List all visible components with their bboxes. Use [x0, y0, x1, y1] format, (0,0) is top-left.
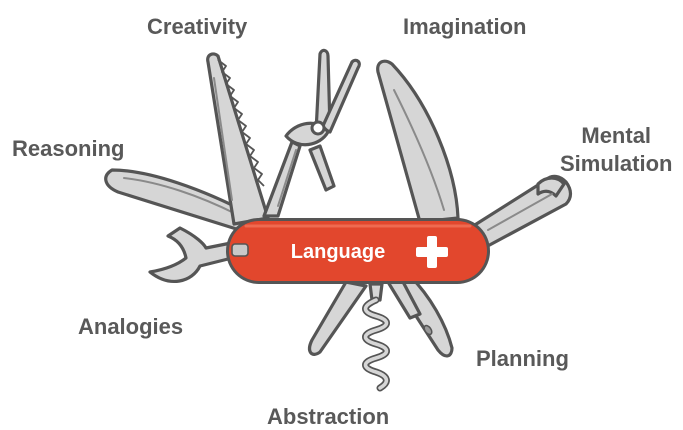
- label-reasoning: Reasoning: [12, 136, 124, 162]
- label-abstraction: Abstraction: [267, 404, 389, 430]
- handle-label: Language: [291, 241, 385, 263]
- knife-blade-icon: [378, 61, 458, 222]
- label-analogies: Analogies: [78, 314, 183, 340]
- label-mental-simulation: Mental Simulation: [560, 122, 672, 178]
- knife-handle: Language: [226, 218, 490, 284]
- label-creativity: Creativity: [147, 14, 247, 40]
- scissors-icon: [264, 50, 359, 216]
- label-planning: Planning: [476, 346, 569, 372]
- label-imagination: Imagination: [403, 14, 526, 40]
- corkscrew-icon: [310, 280, 420, 388]
